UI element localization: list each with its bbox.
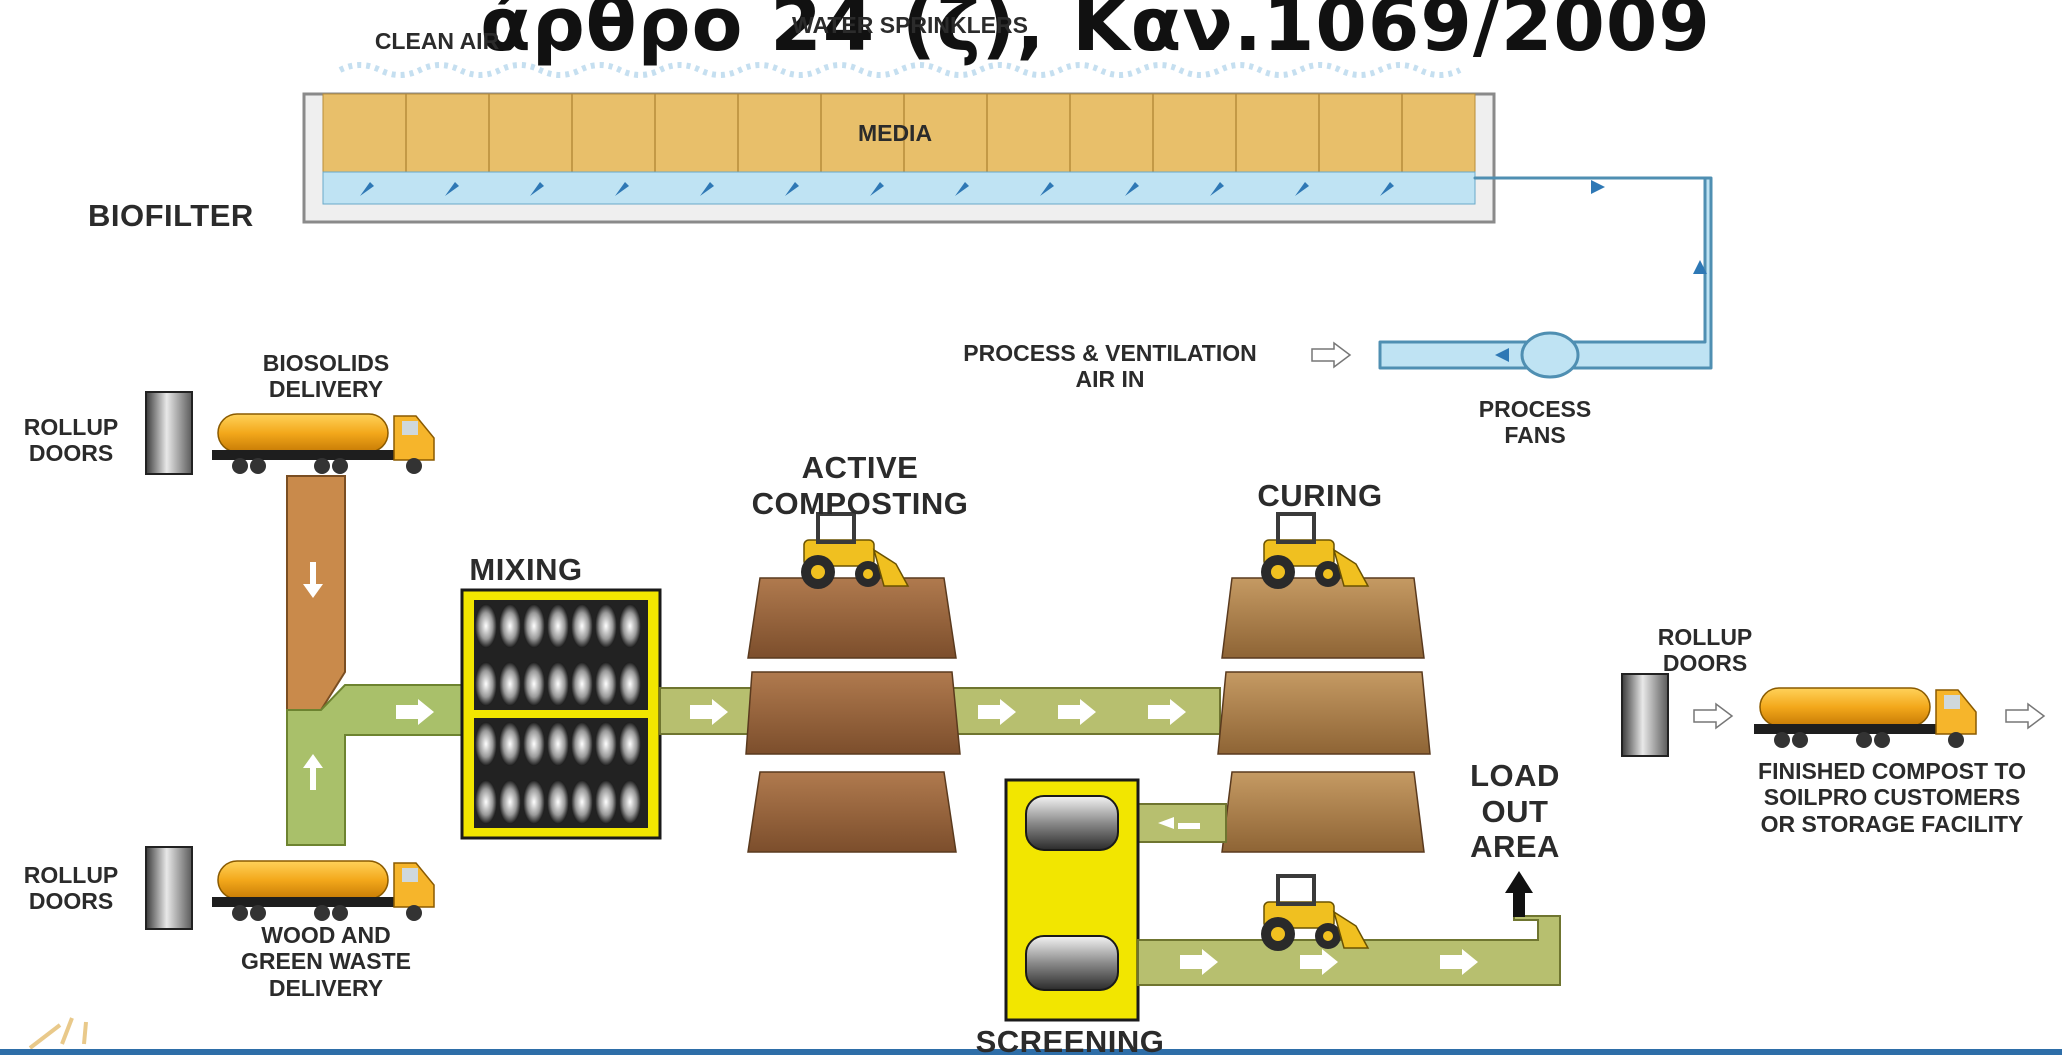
biofilter-unit	[302, 62, 1496, 224]
water-sprinklers-label: WATER SPRINKLERS	[792, 12, 1028, 38]
curing-piles	[1217, 577, 1431, 853]
active-composting-piles	[745, 577, 961, 853]
green-waste-truck-icon	[211, 860, 435, 922]
biofilter-label: BIOFILTER	[88, 198, 254, 233]
rollup-door-bottom-icon	[145, 846, 193, 930]
process-fan-icon	[1520, 331, 1580, 379]
rollup-doors-top-label: ROLLUP DOORS	[23, 414, 119, 467]
mixer-unit	[460, 588, 662, 840]
rollup-door-right-icon	[1621, 673, 1669, 757]
media-label: MEDIA	[857, 120, 933, 146]
air-in-arrow-icon	[1311, 342, 1351, 368]
active-composting-label: ACTIVE COMPOSTING	[751, 450, 969, 521]
clean-air-label: CLEAN AIR	[374, 28, 500, 54]
screening-unit	[1004, 778, 1561, 1022]
biosolids-delivery-label: BIOSOLIDS DELIVERY	[262, 350, 390, 403]
finished-arrow-out-icon	[2005, 703, 2045, 729]
finished-compost-truck-icon	[1753, 687, 1977, 749]
rollup-doors-bottom-label: ROLLUP DOORS	[23, 862, 119, 915]
finished-arrow-in-icon	[1693, 703, 1733, 729]
finished-compost-label: FINISHED COMPOST TO SOILPRO CUSTOMERS OR…	[1758, 758, 2026, 837]
rollup-door-top-icon	[145, 391, 193, 475]
screening-label: SCREENING	[975, 1024, 1165, 1059]
process-air-in-label: PROCESS & VENTILATION AIR IN	[963, 340, 1257, 393]
logo-sun-icon	[28, 1017, 88, 1050]
process-fans-label: PROCESS FANS	[1478, 396, 1592, 449]
mixing-label: MIXING	[469, 552, 583, 587]
slide-bottom-rule	[0, 1049, 2062, 1055]
wood-green-delivery-label: WOOD AND GREEN WASTE DELIVERY	[241, 922, 411, 1001]
slide-title: άρθρο 24 (ζ), Καν.1069/2009	[480, 0, 1711, 68]
load-out-area-label: LOAD OUT AREA	[1470, 758, 1560, 865]
load-out-arrow-icon	[1505, 871, 1533, 917]
biosolids-truck-icon	[211, 413, 435, 475]
feed-conveyor	[286, 475, 466, 846]
curing-label: CURING	[1257, 478, 1383, 513]
air-duct	[1311, 176, 1713, 379]
rollup-doors-right-label: ROLLUP DOORS	[1657, 624, 1753, 677]
